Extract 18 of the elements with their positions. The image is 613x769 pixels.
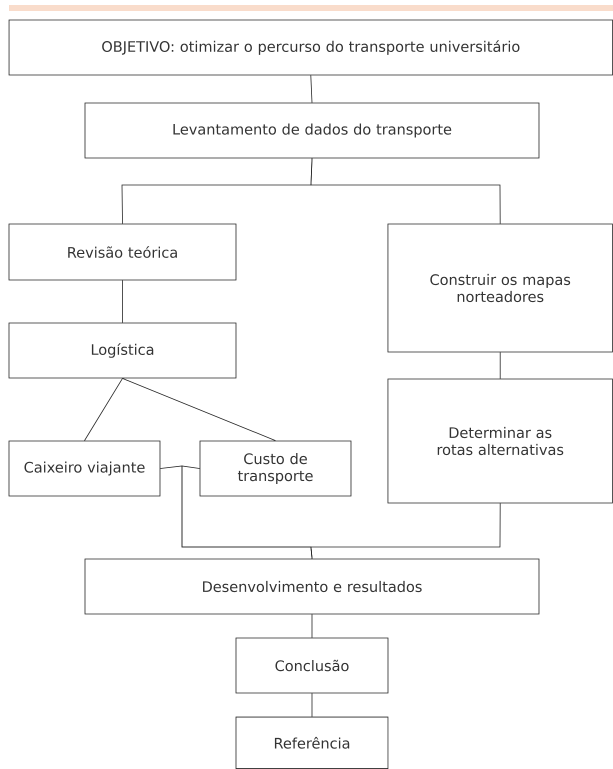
- connector-line: [310, 75, 312, 103]
- process-box: Revisão teórica: [8, 224, 236, 280]
- process-box: Custo de transporte: [200, 440, 352, 496]
- connector-line: [84, 378, 123, 441]
- process-box: Referência: [236, 716, 388, 769]
- process-box: OBJETIVO: otimizar o percurso do transporte universitário: [8, 20, 613, 76]
- process-box: Desenvolvimento e resultados: [84, 558, 540, 614]
- connector-line: [122, 280, 123, 323]
- connector-line: [122, 378, 276, 441]
- process-box: Conclusão: [236, 638, 388, 694]
- process-box: Levantamento de dados do transporte: [84, 102, 540, 158]
- connector-line: [500, 352, 501, 379]
- process-box: Logística: [8, 322, 236, 378]
- connector-line: [310, 158, 501, 224]
- process-box: Determinar as rotas alternativas: [388, 378, 613, 504]
- process-box: Caixeiro viajante: [8, 440, 160, 496]
- connector-line: [310, 503, 501, 559]
- process-box: Construir os mapas norteadores: [388, 224, 613, 352]
